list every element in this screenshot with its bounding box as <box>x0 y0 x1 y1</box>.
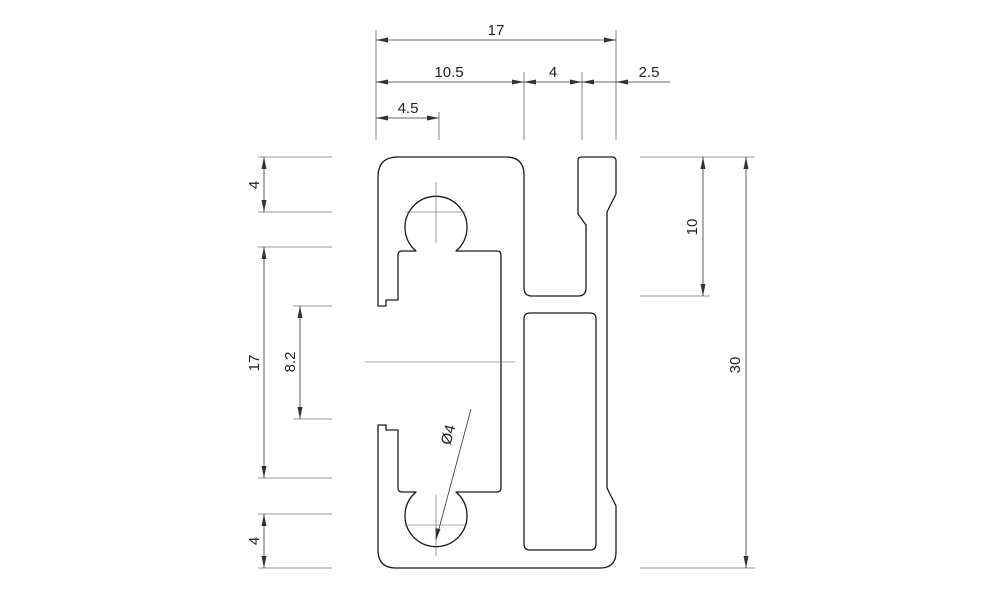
dim-left-middle: 17 <box>246 355 263 372</box>
dimension-labels: 17 10.5 4 2.5 4.5 4 17 8.2 4 10 30 Ø4 <box>246 22 744 545</box>
profile-outline <box>377 156 617 569</box>
dim-top-left-segment: 10.5 <box>434 64 463 81</box>
dim-right-upper: 10 <box>684 219 701 236</box>
dim-top-mid-segment: 4 <box>549 64 557 81</box>
dim-right-overall: 30 <box>727 357 744 374</box>
dim-top-right-segment: 2.5 <box>639 64 660 81</box>
dim-hole-diameter: Ø4 <box>438 423 460 447</box>
dim-top-overall: 17 <box>488 22 505 39</box>
profile-main-body <box>377 156 617 569</box>
extension-lines <box>258 30 755 569</box>
dim-top-slot-offset: 4.5 <box>398 100 419 117</box>
center-lines <box>365 182 515 556</box>
profile-inner-cavity <box>523 312 597 551</box>
dimension-lines <box>261 37 749 568</box>
dim-left-bottom: 4 <box>246 537 263 545</box>
dim-left-inner: 8.2 <box>282 352 299 373</box>
dim-left-top: 4 <box>246 181 263 189</box>
